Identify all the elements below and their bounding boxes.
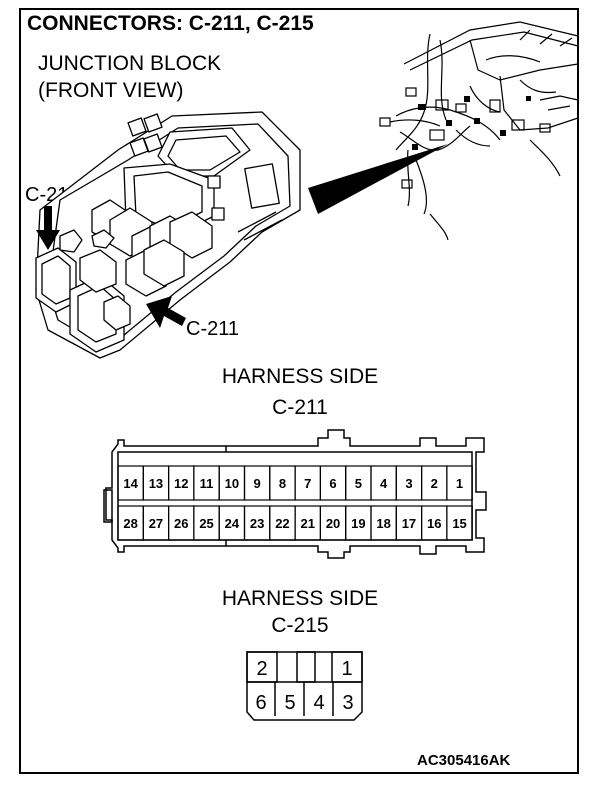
c211-pin-19: 19 [351, 516, 365, 531]
c211-pin-cell [446, 505, 473, 541]
c211-pin-10: 10 [225, 476, 239, 491]
c211-callout-label: C-211 [186, 318, 239, 340]
c215-pin-1: 1 [341, 658, 352, 680]
c215-harness-side-label: HARNESS SIDE [221, 587, 379, 610]
c211-pin-28: 28 [123, 516, 137, 531]
c211-pin-21: 21 [301, 516, 315, 531]
c211-pin-13: 13 [149, 476, 163, 491]
c211-pin-4: 4 [380, 476, 388, 491]
c211-pin-22: 22 [275, 516, 289, 531]
c215-pin-2: 2 [256, 658, 267, 680]
c211-pin-16: 16 [427, 516, 441, 531]
c211-pin-27: 27 [149, 516, 163, 531]
c215-pin-6: 6 [255, 692, 266, 714]
c215-pin-4: 4 [313, 692, 324, 714]
c211-pin-3: 3 [405, 476, 412, 491]
c215-pin-5: 5 [284, 692, 295, 714]
c211-connector-name: C-211 [272, 396, 328, 419]
c211-pin-7: 7 [304, 476, 311, 491]
junction-block-heading: JUNCTION BLOCK (FRONT VIEW) [38, 50, 221, 104]
down-arrow-icon [36, 206, 60, 250]
c211-pin-2: 2 [431, 476, 438, 491]
dashboard-connector-blobs [412, 96, 531, 150]
c211-pin-5: 5 [355, 476, 362, 491]
c211-pin-1: 1 [456, 476, 463, 491]
c215-connector-name: C-215 [271, 614, 329, 637]
c211-pin-17: 17 [402, 516, 416, 531]
c211-harness-side-label: HARNESS SIDE [221, 365, 379, 388]
c211-pin-18: 18 [376, 516, 390, 531]
junction-block-line2: (FRONT VIEW) [38, 79, 184, 102]
diagram-frame [19, 8, 579, 774]
c211-pin-23: 23 [250, 516, 264, 531]
c211-pin-26: 26 [174, 516, 188, 531]
c211-pin-9: 9 [254, 476, 261, 491]
c215-connector-housing [246, 651, 363, 721]
page-title: CONNECTORS: C-211, C-215 [27, 12, 314, 35]
junction-block-illustration [35, 111, 301, 359]
c211-pin-24: 24 [225, 516, 240, 531]
junction-block-line1: JUNCTION BLOCK [38, 52, 222, 75]
dashboard-wiring-sketch [379, 21, 579, 241]
c211-pin-14: 14 [123, 476, 138, 491]
c211-pin-8: 8 [279, 476, 286, 491]
diagonal-arrow-icon [146, 296, 186, 328]
c211-pin-15: 15 [452, 516, 466, 531]
c211-pin-12: 12 [174, 476, 188, 491]
c215-pin-3: 3 [342, 692, 353, 714]
c211-pin-6: 6 [329, 476, 336, 491]
c211-pin-20: 20 [326, 516, 340, 531]
c211-pin-11: 11 [200, 476, 214, 491]
figure-code: AC305416AK [417, 752, 511, 769]
wedge-pointer-icon [308, 144, 448, 214]
c211-pin-25: 25 [199, 516, 213, 531]
